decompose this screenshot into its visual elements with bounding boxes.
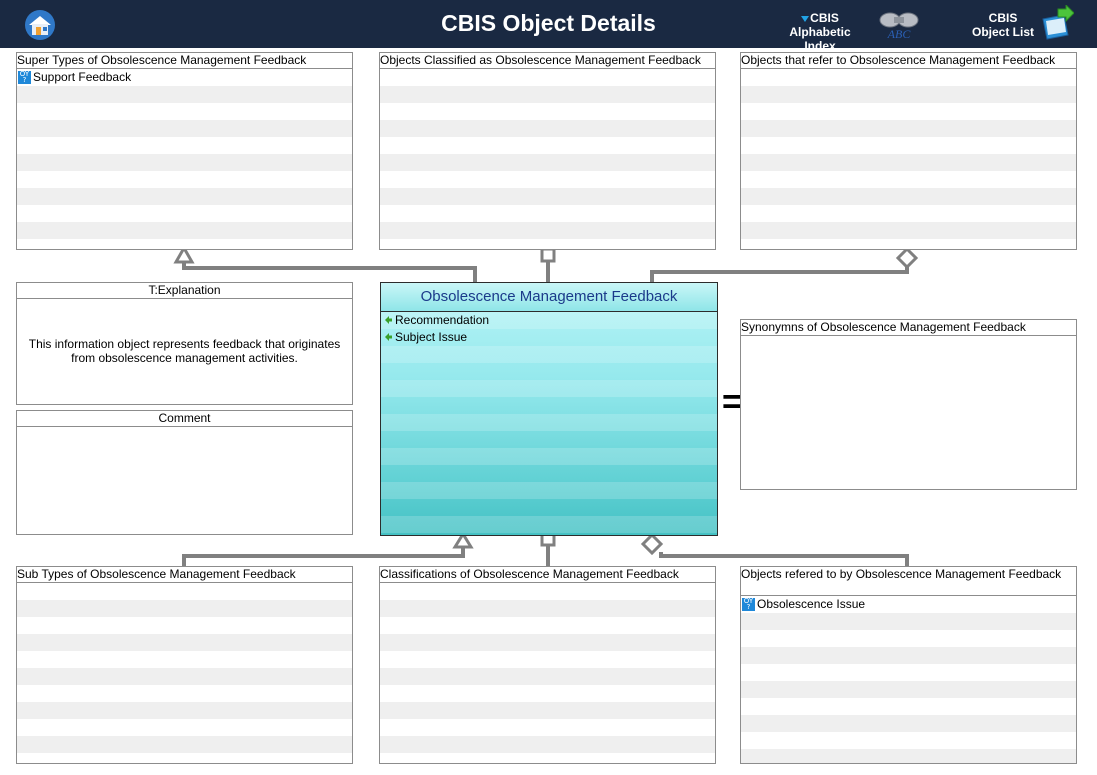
object-type-icon: OY? (18, 70, 31, 85)
object-list-label-line1: CBIS (988, 11, 1018, 25)
house-icon (25, 10, 55, 40)
object-list-label-line2: Object List (971, 25, 1034, 39)
home-button[interactable] (22, 8, 58, 40)
attribute-label: Subject Issue (395, 330, 468, 344)
classified-as-panel: Objects Classified as Obsolescence Manag… (379, 52, 716, 250)
refer-to-title: Objects that refer to Obsolescence Manag… (741, 53, 1076, 69)
classifications-panel: Classifications of Obsolescence Manageme… (379, 566, 716, 764)
refer-to-panel: Objects that refer to Obsolescence Manag… (740, 52, 1077, 250)
alpha-index-label-line1: CBIS Alphabetic (789, 11, 851, 39)
attribute-item[interactable]: Recommendation (381, 312, 717, 329)
synonyms-panel: Synonymns of Obsolescence Management Fee… (740, 319, 1077, 490)
book-arrow-icon[interactable] (1040, 5, 1074, 41)
classifications-title: Classifications of Obsolescence Manageme… (380, 567, 715, 583)
header-bar: CBIS Object Details CBIS Alphabetic Inde… (0, 0, 1097, 53)
super-types-panel: Super Types of Obsolescence Management F… (16, 52, 353, 250)
object-list-link[interactable]: CBIS Object List (970, 11, 1036, 39)
comment-title: Comment (17, 411, 352, 427)
referred-by-panel: Objects refered to by Obsolescence Manag… (740, 566, 1077, 764)
list-item-label: Obsolescence Issue (757, 597, 866, 611)
generalization-arrow-bottom (452, 531, 474, 549)
attribute-item[interactable]: Subject Issue (381, 329, 717, 346)
reference-diamond-bottom (640, 532, 664, 556)
explanation-text: This information object represents feedb… (28, 337, 341, 365)
reference-diamond-top (895, 246, 919, 270)
page-title: CBIS Object Details (441, 10, 656, 36)
comment-panel: Comment (16, 410, 353, 535)
generalization-arrow-top (173, 244, 195, 264)
classified-as-title: Objects Classified as Obsolescence Manag… (380, 53, 715, 69)
alpha-index-label-line2: Index (804, 39, 836, 53)
equals-sign: = (722, 383, 742, 421)
dropdown-triangle-icon (801, 15, 810, 22)
explanation-panel: T:Explanation This information object re… (16, 282, 353, 405)
list-item[interactable]: OY?Support Feedback (17, 69, 352, 86)
alphabetic-index-link[interactable]: CBIS Alphabetic Index (770, 11, 870, 53)
center-object-title: Obsolescence Management Feedback (381, 283, 717, 312)
super-types-title: Super Types of Obsolescence Management F… (17, 53, 352, 69)
attribute-arrow-icon (385, 316, 392, 325)
object-type-icon: OY? (742, 597, 755, 612)
attribute-label: Recommendation (395, 313, 490, 327)
list-item-label: Support Feedback (33, 70, 132, 84)
binoculars-icon[interactable]: ABC (876, 10, 922, 40)
sub-types-panel: Sub Types of Obsolescence Management Fee… (16, 566, 353, 764)
classification-square-top (540, 247, 556, 263)
center-object-box[interactable]: Obsolescence Management Feedback Recomme… (380, 282, 718, 536)
sub-types-title: Sub Types of Obsolescence Management Fee… (17, 567, 352, 583)
abc-text: ABC (887, 27, 912, 40)
attribute-arrow-icon (385, 333, 392, 342)
explanation-title: T:Explanation (17, 283, 352, 299)
synonyms-title: Synonymns of Obsolescence Management Fee… (741, 320, 1076, 336)
referred-by-title: Objects refered to by Obsolescence Manag… (741, 567, 1076, 596)
list-item[interactable]: OY?Obsolescence Issue (741, 596, 1076, 613)
